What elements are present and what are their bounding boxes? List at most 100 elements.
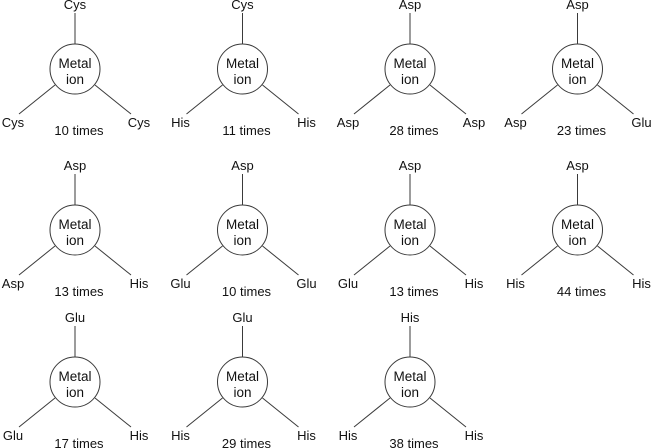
metal-label-line2: ion [401, 72, 419, 87]
bond-right [262, 397, 299, 428]
metal-label-line2: ion [568, 72, 586, 87]
metal-label-line2: ion [233, 385, 251, 400]
ligand-left: Cys [2, 115, 25, 130]
ligand-left: Asp [504, 115, 526, 130]
occurrence-count: 23 times [557, 123, 607, 138]
metal-ion-circle [217, 43, 268, 95]
metal-ion-circle [384, 204, 436, 256]
ligand-right: Asp [463, 115, 485, 130]
metal-ion-circle [217, 356, 268, 408]
bond-left [521, 245, 558, 276]
bond-left [353, 245, 391, 276]
ligand-right: Glu [631, 115, 651, 130]
metal-label-line1: Metal [58, 369, 91, 384]
bond-right [94, 245, 132, 276]
metal-ion-circle [217, 204, 268, 256]
ligand-top: Asp [566, 0, 588, 12]
ligand-left: Glu [3, 428, 23, 443]
bond-right [429, 245, 467, 276]
metal-label-line2: ion [66, 385, 84, 400]
occurrence-count: 17 times [54, 436, 104, 448]
metal-ion-circle [384, 43, 436, 95]
metal-label-line1: Metal [226, 217, 259, 232]
bond-left [18, 397, 56, 428]
bond-right [429, 84, 467, 115]
occurrence-count: 11 times [222, 123, 271, 138]
bond-left [186, 245, 223, 276]
ligand-top: His [401, 310, 420, 325]
ligand-left: His [339, 428, 358, 443]
occurrence-count: 38 times [389, 436, 439, 448]
metal-label-line1: Metal [58, 56, 91, 71]
metal-ion-circle [49, 204, 101, 256]
bond-right [262, 84, 299, 115]
bond-right [597, 84, 634, 115]
bond-left [353, 397, 391, 428]
metal-label-line1: Metal [393, 56, 426, 71]
metal-ion-circle [552, 204, 603, 256]
metal-label-line2: ion [66, 233, 84, 248]
ligand-right: Cys [128, 115, 151, 130]
ligand-left: Asp [337, 115, 359, 130]
bond-right [94, 397, 132, 428]
bond-left [186, 84, 223, 115]
ligand-top: Cys [231, 0, 254, 12]
metal-ion-circle [384, 356, 436, 408]
bond-left [18, 245, 56, 276]
metal-label-line2: ion [401, 233, 419, 248]
occurrence-count: 44 times [557, 284, 607, 299]
ligand-top: Glu [65, 310, 85, 325]
metal-label-line2: ion [233, 72, 251, 87]
bond-left [353, 84, 391, 115]
bond-right [597, 245, 634, 276]
ligand-top: Asp [64, 158, 86, 173]
ligand-left: Asp [2, 276, 24, 291]
ligand-right: His [130, 276, 149, 291]
bond-right [262, 245, 299, 276]
metal-ion-circle [552, 43, 603, 95]
ligand-right: His [465, 428, 484, 443]
ligand-top: Asp [231, 158, 253, 173]
metal-label-line2: ion [66, 72, 84, 87]
ligand-left: His [506, 276, 525, 291]
metal-label-line1: Metal [393, 369, 426, 384]
metal-label-line2: ion [568, 233, 586, 248]
ligand-left: Glu [338, 276, 358, 291]
ligand-left: Glu [170, 276, 190, 291]
ligand-top: Asp [399, 0, 421, 12]
metal-ion-circle [49, 43, 101, 95]
ligand-right: His [632, 276, 651, 291]
occurrence-count: 10 times [222, 284, 272, 299]
ligand-right: His [297, 428, 316, 443]
ligand-top: Asp [566, 158, 588, 173]
metal-label-line1: Metal [226, 56, 259, 71]
occurrence-count: 13 times [389, 284, 439, 299]
metal-label-line1: Metal [58, 217, 91, 232]
occurrence-count: 29 times [222, 436, 272, 448]
ligand-top: Cys [64, 0, 87, 12]
metal-label-line1: Metal [393, 217, 426, 232]
occurrence-count: 13 times [54, 284, 104, 299]
metal-label-line1: Metal [561, 217, 594, 232]
metal-label-line1: Metal [226, 369, 259, 384]
metal-label-line1: Metal [561, 56, 594, 71]
ligand-left: His [171, 428, 190, 443]
occurrence-count: 28 times [389, 123, 439, 138]
ligand-top: Glu [232, 310, 252, 325]
bond-right [94, 84, 132, 115]
bond-left [18, 84, 56, 115]
ligand-right: His [297, 115, 316, 130]
ligand-top: Asp [399, 158, 421, 173]
